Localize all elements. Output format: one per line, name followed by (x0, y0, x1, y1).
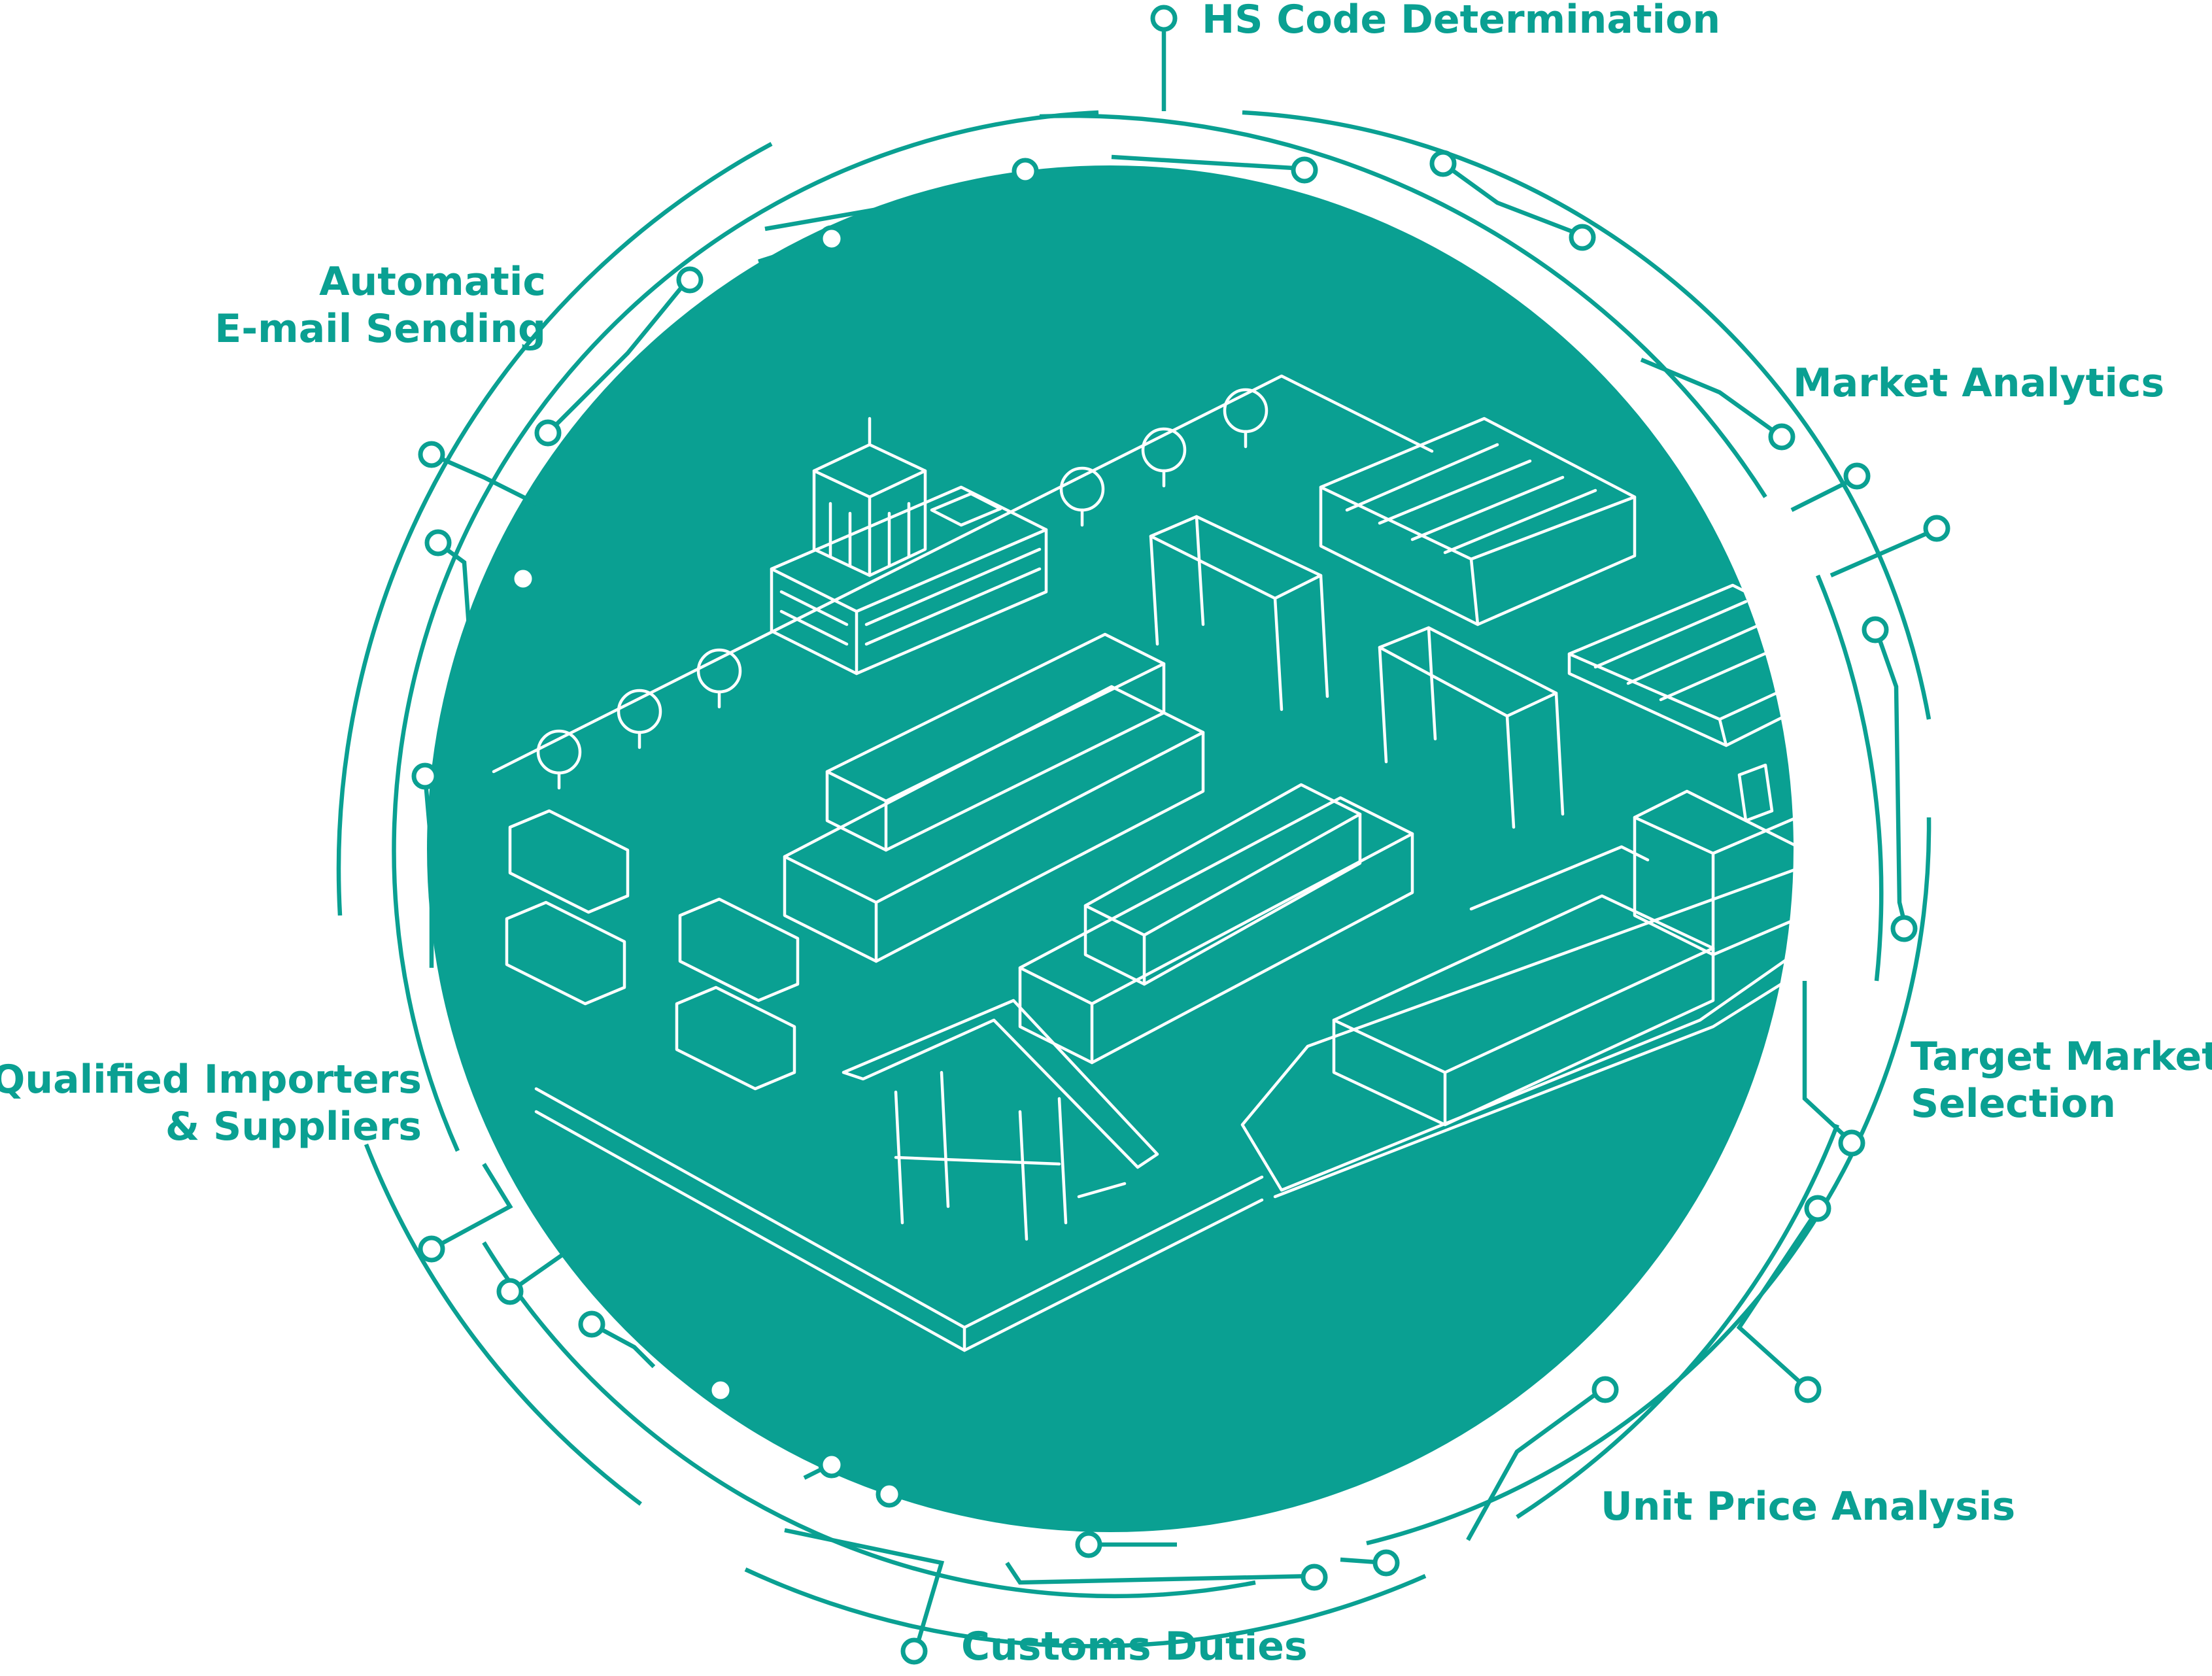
port-disc (427, 165, 1794, 1532)
label-unit-price-line-1: Unit Price Analysis (1601, 1484, 2016, 1530)
circuit-ring (336, 110, 1931, 1649)
label-email-line-1: Automatic (319, 259, 546, 305)
container-ship (1240, 763, 1833, 1199)
label-hs-code-line-1: HS Code Determination (1202, 0, 1721, 43)
trucks (505, 809, 800, 1091)
warehouses (1319, 417, 1807, 747)
label-target-market-line-1: Target Market (1911, 1034, 2212, 1080)
label-importers-line-2: & Suppliers (165, 1104, 422, 1150)
label-qualified-importers-suppliers: Qualified Importers & Suppliers (0, 1056, 422, 1150)
port-illustration (492, 374, 1833, 1352)
trees (536, 388, 1268, 790)
label-target-market-line-2: Selection (1911, 1081, 2116, 1127)
container-stacks (783, 632, 1414, 1065)
office-building (770, 417, 1048, 676)
quay-crane (842, 999, 1159, 1241)
label-hs-code-determination: HS Code Determination (1202, 0, 1720, 43)
label-customs-duties: Customs Duties (961, 1623, 1308, 1670)
circuit-branches (411, 5, 1950, 1665)
label-email-line-2: E-mail Sending (214, 306, 546, 352)
label-importers-line-1: Qualified Importers (0, 1057, 422, 1103)
label-market-analytics: Market Analytics (1793, 360, 2164, 407)
label-customs-duties-line-1: Customs Duties (961, 1624, 1308, 1669)
gantry-cranes (1149, 515, 1565, 829)
label-unit-price-analysis: Unit Price Analysis (1601, 1483, 2015, 1530)
label-target-market-selection: Target Market Selection (1911, 1033, 2212, 1127)
label-automatic-email-sending: Automatic E-mail Sending (214, 258, 546, 352)
label-market-analytics-line-1: Market Analytics (1793, 360, 2165, 406)
